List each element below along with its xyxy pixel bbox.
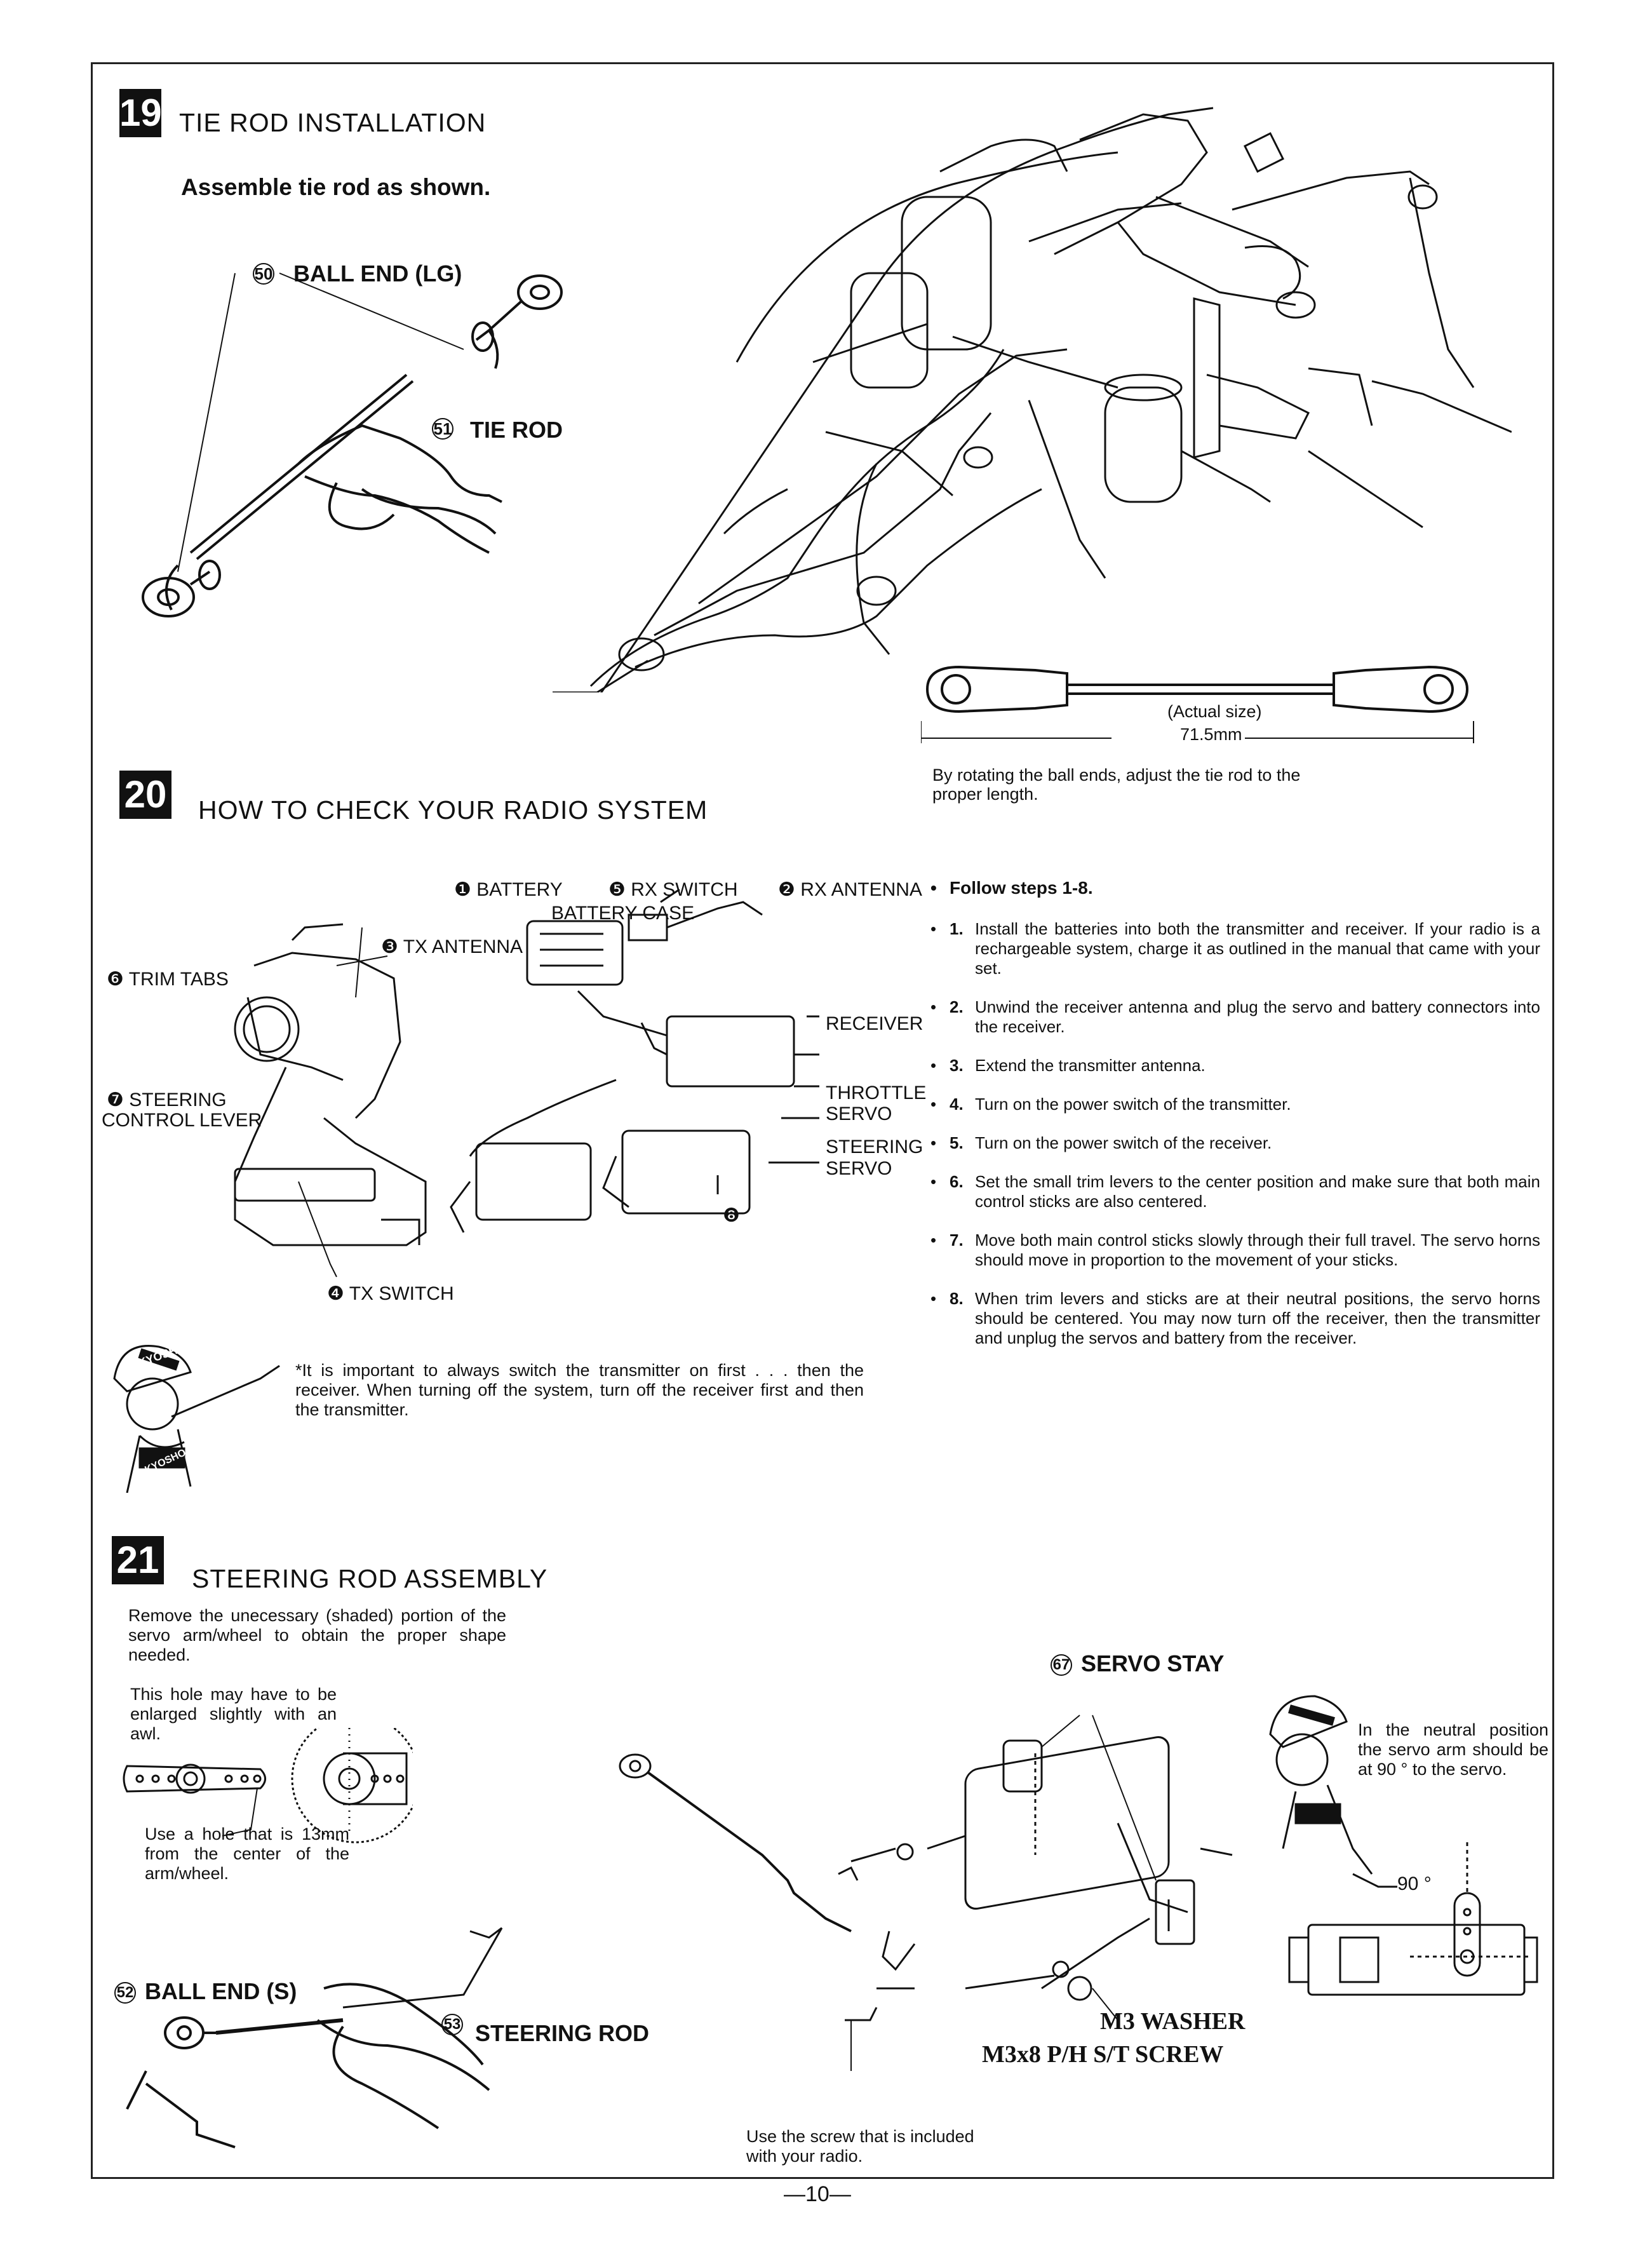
label-steering-servo-1: STEERING	[826, 1136, 923, 1157]
angle-90-label: 90 °	[1397, 1873, 1432, 1894]
step-item-number: 2.	[950, 997, 964, 1016]
label-steering-lever-2: CONTROL LEVER	[102, 1110, 262, 1131]
step-item-text: Extend the transmitter antenna.	[975, 1056, 1205, 1075]
screw-included-note: Use the screw that is included with your…	[746, 2127, 974, 2166]
part-67-number-text: 67	[1052, 1656, 1070, 1673]
label-trim-tabs: ❻ TRIM TABS	[107, 969, 229, 990]
part-tie-rod-label: TIE ROD	[470, 417, 563, 443]
step-20-title: HOW TO CHECK YOUR RADIO SYSTEM	[198, 795, 708, 825]
label-throttle-servo-1: THROTTLE	[826, 1082, 927, 1103]
actual-size-tie-rod	[921, 665, 1474, 743]
part-52-number: 52	[114, 1982, 136, 2004]
step-item: •6.Set the small trim levers to the cent…	[930, 1172, 1540, 1211]
radio-check-steps: •Follow steps 1-8. •1.Install the batter…	[930, 878, 1540, 1367]
label-rx-antenna: ❷ RX ANTENNA	[778, 879, 922, 900]
step-21-number: 21	[116, 1539, 159, 1581]
steering-rod-label: STEERING ROD	[475, 2020, 650, 2046]
servo-stay-assembly-illustration	[619, 1715, 1233, 2071]
servo-stay-label: SERVO STAY	[1081, 1650, 1225, 1676]
follow-steps-text: Follow steps 1-8.	[950, 878, 1093, 898]
part-50-number: 50	[253, 263, 274, 285]
step-item-number: 3.	[950, 1056, 964, 1075]
label-8: ❽	[723, 1205, 740, 1226]
part-52-number-text: 52	[116, 1984, 134, 2001]
page-frame	[91, 62, 1554, 2179]
label-tx-antenna: ❸ TX ANTENNA	[381, 936, 523, 957]
part-53-number-text: 53	[443, 2016, 461, 2033]
hole-13mm-text: Use a hole that is 13mm from the center …	[145, 1824, 349, 1883]
enlarge-hole-text: This hole may have to be enlarged slight…	[130, 1685, 337, 1743]
ball-end-s-label: BALL END (S)	[145, 1978, 297, 2004]
page-number: —10—	[784, 2182, 851, 2206]
tie-rod-adjust-note: By rotating the ball ends, adjust the ti…	[932, 765, 1301, 804]
tie-rod-length: 71.5mm	[1180, 725, 1242, 744]
label-battery-case: BATTERY CASE	[551, 903, 695, 924]
label-throttle-servo-2: SERVO	[826, 1103, 892, 1124]
step-20-number: 20	[124, 773, 167, 816]
step-item-text: Turn on the power switch of the transmit…	[975, 1095, 1291, 1114]
step-item: •5.Turn on the power switch of the recei…	[930, 1133, 1272, 1152]
step-19-badge: 19	[119, 89, 162, 137]
label-rx-switch: ❺ RX SWITCH	[608, 879, 738, 900]
step-21-badge: 21	[112, 1536, 164, 1584]
step-19-number: 19	[119, 91, 162, 134]
step-item: •1.Install the batteries into both the t…	[930, 919, 1540, 978]
step-item-text: When trim levers and sticks are at their…	[975, 1289, 1540, 1347]
mascot-pointing-illustration	[113, 1345, 280, 1493]
label-receiver: RECEIVER	[826, 1013, 923, 1034]
step-item: •7.Move both main control sticks slowly …	[930, 1231, 1540, 1269]
step-item-number: 6.	[950, 1172, 964, 1191]
step-item-text: Move both main control sticks slowly thr…	[975, 1231, 1540, 1269]
servo-arm-wheel-illustration	[123, 1728, 413, 1844]
step-21-title: STEERING ROD ASSEMBLY	[192, 1564, 548, 1593]
label-tx-switch: ❹ TX SWITCH	[327, 1283, 454, 1304]
tie-rod-pliers-illustration	[142, 273, 563, 617]
m3-washer-label: M3 WASHER	[1100, 2008, 1246, 2035]
step-item-number: 4.	[950, 1095, 964, 1114]
step-item-text: Set the small trim levers to the center …	[975, 1172, 1540, 1211]
step-item: •3.Extend the transmitter antenna.	[930, 1056, 1205, 1075]
step-item-number: 5.	[950, 1133, 964, 1152]
step-item: •2.Unwind the receiver antenna and plug …	[930, 997, 1540, 1036]
label-steering-servo-2: SERVO	[826, 1158, 892, 1179]
step-item: •4.Turn on the power switch of the trans…	[930, 1095, 1291, 1114]
step-20-badge: 20	[119, 771, 171, 819]
steering-rod-pliers-illustration	[126, 1927, 503, 2148]
step-item-text: Unwind the receiver antenna and plug the…	[975, 997, 1540, 1036]
neutral-position-text: In the neutral position the servo arm sh…	[1358, 1720, 1548, 1779]
follow-steps-heading: •Follow steps 1-8.	[930, 878, 1093, 898]
part-51-number: 51	[432, 418, 453, 440]
part-ball-end-lg-label: BALL END (LG)	[293, 260, 462, 287]
m3x8-screw-label: M3x8 P/H S/T SCREW	[982, 2041, 1224, 2068]
step-item-number: 8.	[950, 1289, 964, 1308]
part-67-number: 67	[1051, 1654, 1072, 1676]
part-50-number-text: 50	[254, 264, 273, 283]
step-19-title: TIE ROD INSTALLATION	[179, 108, 487, 137]
step-item-number: 1.	[950, 919, 964, 938]
step-item: •8.When trim levers and sticks are at th…	[930, 1289, 1540, 1347]
step-19-subtitle: Assemble tie rod as shown.	[181, 174, 491, 200]
step-item-text: Install the batteries into both the tran…	[975, 919, 1540, 978]
power-order-warning: *It is important to always switch the tr…	[295, 1361, 864, 1419]
remove-portion-text: Remove the unecessary (shaded) portion o…	[128, 1606, 506, 1664]
step-item-text: Turn on the power switch of the receiver…	[975, 1133, 1272, 1152]
part-51-number-text: 51	[433, 419, 452, 438]
actual-size-label: (Actual size)	[1167, 702, 1262, 721]
chassis-illustration	[553, 107, 1512, 692]
neutral-servo-illustration	[1269, 1695, 1538, 1996]
part-53-number: 53	[441, 2014, 463, 2035]
label-battery: ❶ BATTERY	[454, 879, 563, 900]
step-item-number: 7.	[950, 1231, 964, 1250]
label-steering-lever-1: ❼ STEERING	[107, 1089, 227, 1110]
radio-system-illustration	[234, 889, 819, 1278]
